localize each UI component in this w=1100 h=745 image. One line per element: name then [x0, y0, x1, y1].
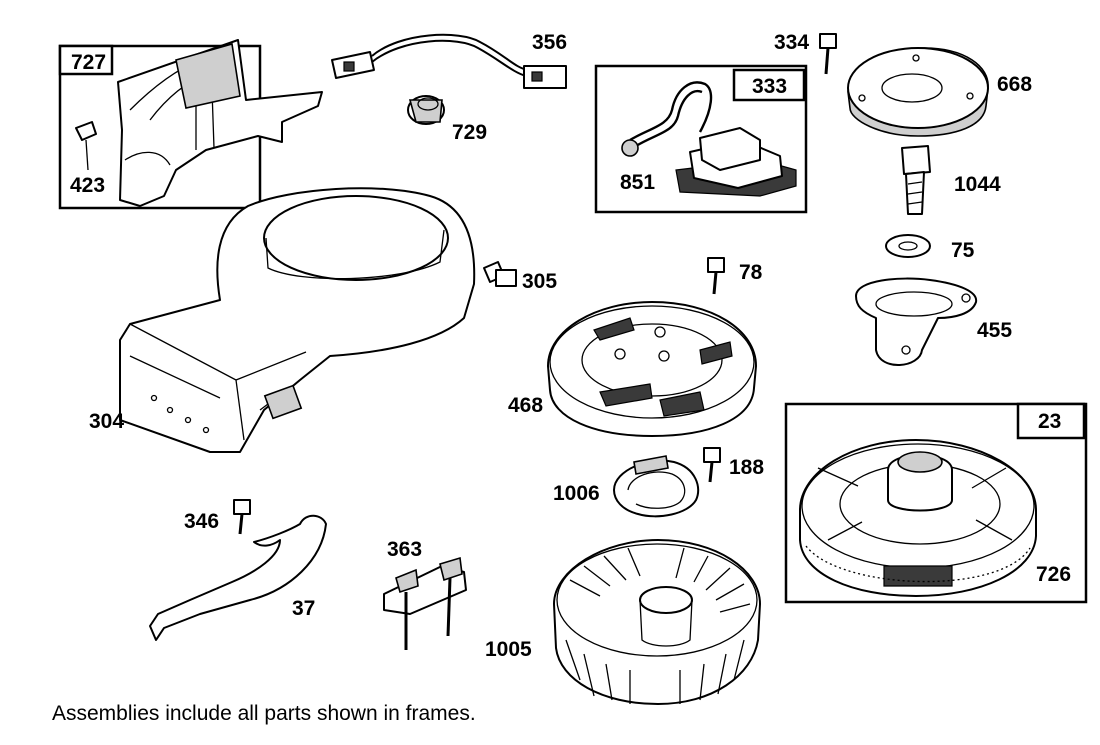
grommet-729-drawing — [407, 95, 445, 125]
part-label-423: 423 — [70, 174, 105, 197]
part-label-37: 37 — [292, 597, 315, 620]
frame-333 — [594, 64, 808, 214]
blower-housing-304-drawing — [119, 187, 476, 453]
bolt-305-drawing — [483, 261, 517, 287]
screw-78-drawing — [707, 257, 725, 295]
part-label-1044: 1044 — [954, 173, 1001, 196]
cup-455-drawing — [855, 277, 978, 366]
bracket-37-drawing — [149, 514, 327, 641]
stud-1044-drawing — [901, 145, 931, 215]
bolt-423-drawing — [75, 121, 97, 171]
ignition-module-drawing — [621, 81, 797, 197]
plate-668-drawing — [847, 47, 989, 137]
flywheel-1005-drawing — [553, 539, 761, 705]
frame-23 — [784, 402, 1088, 604]
part-label-668: 668 — [997, 73, 1032, 96]
part-label-455: 455 — [977, 319, 1012, 342]
part-label-363: 363 — [387, 538, 422, 561]
part-label-188: 188 — [729, 456, 764, 479]
screw-334-drawing — [819, 33, 837, 75]
part-label-356: 356 — [532, 31, 567, 54]
air-guide-drawing — [117, 39, 323, 207]
part-label-468: 468 — [508, 394, 543, 417]
part-label-726: 726 — [1036, 563, 1071, 586]
frame-333-tag — [732, 68, 806, 102]
part-label-304: 304 — [89, 410, 124, 433]
bracket-363-drawing — [383, 556, 467, 650]
footnote: Assemblies include all parts shown in fr… — [52, 702, 476, 725]
flywheel-726-drawing — [799, 439, 1037, 597]
part-label-727: 727 — [71, 51, 106, 74]
part-label-75: 75 — [951, 239, 975, 262]
screw-346-drawing — [233, 499, 251, 535]
frame-23-tag — [1016, 402, 1086, 440]
screen-468-drawing — [547, 301, 757, 437]
part-label-729: 729 — [452, 121, 487, 144]
screw-188-drawing — [703, 447, 721, 483]
part-label-851: 851 — [620, 171, 655, 194]
part-label-333: 333 — [752, 75, 787, 98]
wire-356-drawing — [331, 33, 567, 89]
part-label-346: 346 — [184, 510, 219, 533]
part-label-305: 305 — [522, 270, 557, 293]
ring-1006-drawing — [613, 455, 700, 518]
part-label-334: 334 — [774, 31, 809, 54]
part-label-78: 78 — [739, 261, 763, 284]
part-label-1005: 1005 — [485, 638, 532, 661]
washer-75-drawing — [885, 234, 931, 258]
part-label-1006: 1006 — [553, 482, 600, 505]
part-label-23: 23 — [1038, 410, 1061, 433]
frame-727-tag — [58, 44, 114, 76]
